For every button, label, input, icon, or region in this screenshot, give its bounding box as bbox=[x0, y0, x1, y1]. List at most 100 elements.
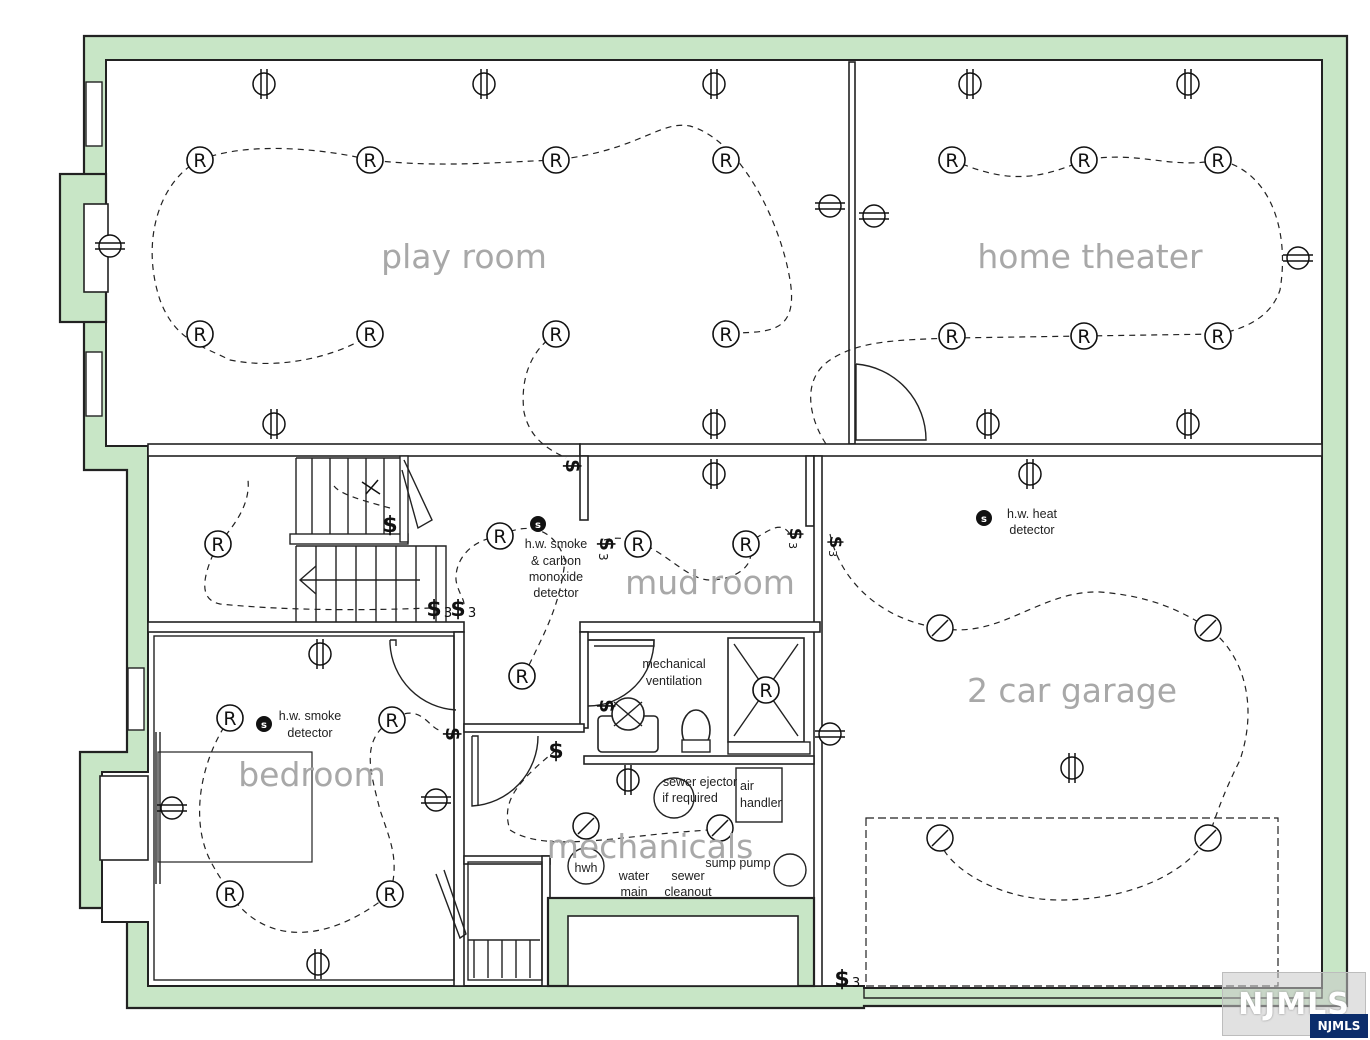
svg-text:R: R bbox=[193, 150, 206, 172]
bedroom-bump bbox=[99, 775, 149, 861]
svg-text:air: air bbox=[740, 779, 754, 793]
recessed-light-icon: R bbox=[186, 146, 214, 174]
wall-light-icon bbox=[958, 69, 982, 99]
svg-text:detector: detector bbox=[1009, 523, 1054, 537]
svg-text:$: $ bbox=[595, 699, 619, 713]
svg-text:$: $ bbox=[548, 739, 563, 764]
svg-text:R: R bbox=[211, 534, 224, 556]
wall-light-icon bbox=[95, 234, 125, 258]
wall-light-icon bbox=[1283, 246, 1313, 270]
interior-walls bbox=[147, 61, 1323, 988]
recessed-light-icon: R bbox=[186, 320, 214, 348]
svg-text:h.w. smoke: h.w. smoke bbox=[279, 709, 342, 723]
svg-text:R: R bbox=[1211, 326, 1224, 348]
wall-light-icon bbox=[157, 796, 187, 820]
wall-light-icon bbox=[472, 69, 496, 99]
recessed-light-icon: R bbox=[216, 880, 244, 908]
svg-text:s: s bbox=[981, 514, 987, 525]
svg-text:h.w. heat: h.w. heat bbox=[1007, 507, 1058, 521]
recessed-light-icon: R bbox=[378, 706, 406, 734]
svg-text:$: $ bbox=[834, 967, 849, 992]
light-switch-icon: $3 bbox=[450, 597, 476, 622]
svg-text:R: R bbox=[719, 324, 732, 346]
svg-text:3: 3 bbox=[852, 976, 860, 991]
light-switch-icon: $ bbox=[595, 699, 619, 713]
light-switch-icon: $ bbox=[441, 727, 465, 741]
room-label-mechanicals: mechanicals bbox=[547, 827, 754, 866]
svg-text:$: $ bbox=[785, 528, 806, 541]
svg-text:R: R bbox=[739, 534, 752, 556]
smoke-detector-icon: s bbox=[976, 510, 992, 526]
svg-text:R: R bbox=[759, 680, 772, 702]
wall-light-icon bbox=[976, 409, 1000, 439]
recessed-light-icon: R bbox=[712, 146, 740, 174]
wall-light-icon bbox=[815, 722, 845, 746]
svg-text:R: R bbox=[1211, 150, 1224, 172]
smoke-detector-icon: s bbox=[530, 516, 546, 532]
svg-text:R: R bbox=[1077, 326, 1090, 348]
svg-text:R: R bbox=[549, 150, 562, 172]
svg-text:R: R bbox=[631, 534, 644, 556]
wall-light-icon bbox=[306, 949, 330, 979]
recessed-light-icon: R bbox=[732, 530, 760, 558]
svg-text:3: 3 bbox=[826, 550, 839, 557]
svg-text:ventilation: ventilation bbox=[646, 674, 702, 688]
svg-text:3: 3 bbox=[468, 606, 476, 621]
recessed-light-icon: R bbox=[216, 704, 244, 732]
window-lower-left bbox=[85, 351, 103, 417]
note-smoke-co: h.w. smoke & carbon monoxide detector bbox=[525, 537, 588, 600]
svg-text:R: R bbox=[493, 526, 506, 548]
fixtures bbox=[157, 637, 1279, 987]
pump-symbol-icon bbox=[361, 479, 381, 495]
note-water-main: water main bbox=[618, 869, 650, 899]
note-heat-detector: h.w. heat detector bbox=[1007, 507, 1058, 537]
light-switch-icon: $ bbox=[382, 513, 397, 538]
recessed-light-icon: R bbox=[542, 146, 570, 174]
recessed-light-icon: R bbox=[752, 676, 780, 704]
room-label-mud-room: mud room bbox=[625, 563, 795, 602]
switches: $$$3$3$3$3$3$$$$3 bbox=[382, 459, 860, 992]
recessed-light-icon: R bbox=[1204, 146, 1232, 174]
wall-light-icon bbox=[421, 788, 451, 812]
note-hwh: hwh bbox=[575, 861, 598, 875]
recessed-light-icon: R bbox=[356, 146, 384, 174]
wall-fixtures bbox=[95, 69, 1313, 979]
wall-light-icon bbox=[252, 69, 276, 99]
room-label-play-room: play room bbox=[381, 237, 547, 276]
svg-text:$: $ bbox=[441, 727, 465, 741]
wall-light-icon bbox=[702, 459, 726, 489]
note-sewer-cleanout: sewer cleanout bbox=[664, 869, 712, 899]
light-switch-icon: $3 bbox=[785, 528, 806, 549]
recessed-light-icon: R bbox=[356, 320, 384, 348]
exhaust-fan-icon bbox=[1194, 824, 1222, 852]
svg-text:R: R bbox=[1077, 150, 1090, 172]
svg-text:& carbon: & carbon bbox=[531, 554, 581, 568]
svg-text:$: $ bbox=[561, 459, 585, 473]
recessed-light-icon: R bbox=[1204, 322, 1232, 350]
recessed-light-icon: R bbox=[1070, 146, 1098, 174]
note-sump-pump: sump pump bbox=[705, 856, 770, 870]
svg-text:detector: detector bbox=[533, 586, 578, 600]
wall-light-icon bbox=[616, 765, 640, 795]
svg-text:R: R bbox=[223, 884, 236, 906]
exhaust-fan-icon bbox=[706, 814, 734, 842]
note-air-handler: air handler bbox=[740, 779, 782, 810]
slashed-fixtures bbox=[361, 479, 1222, 852]
svg-text:$: $ bbox=[825, 536, 846, 549]
svg-text:$: $ bbox=[450, 597, 465, 622]
svg-text:R: R bbox=[945, 150, 958, 172]
svg-text:R: R bbox=[385, 710, 398, 732]
svg-text:3: 3 bbox=[786, 542, 799, 549]
exhaust-fan-icon bbox=[926, 614, 954, 642]
light-switch-icon: $3 bbox=[825, 536, 846, 557]
svg-text:s: s bbox=[261, 720, 267, 731]
smoke-detector-icon: s bbox=[256, 716, 272, 732]
wall-light-icon bbox=[1018, 459, 1042, 489]
room-label-garage: 2 car garage bbox=[967, 671, 1177, 710]
svg-text:detector: detector bbox=[287, 726, 332, 740]
svg-text:R: R bbox=[549, 324, 562, 346]
watermark-badge: NJMLS bbox=[1310, 1014, 1368, 1038]
svg-text:handler: handler bbox=[740, 796, 782, 810]
